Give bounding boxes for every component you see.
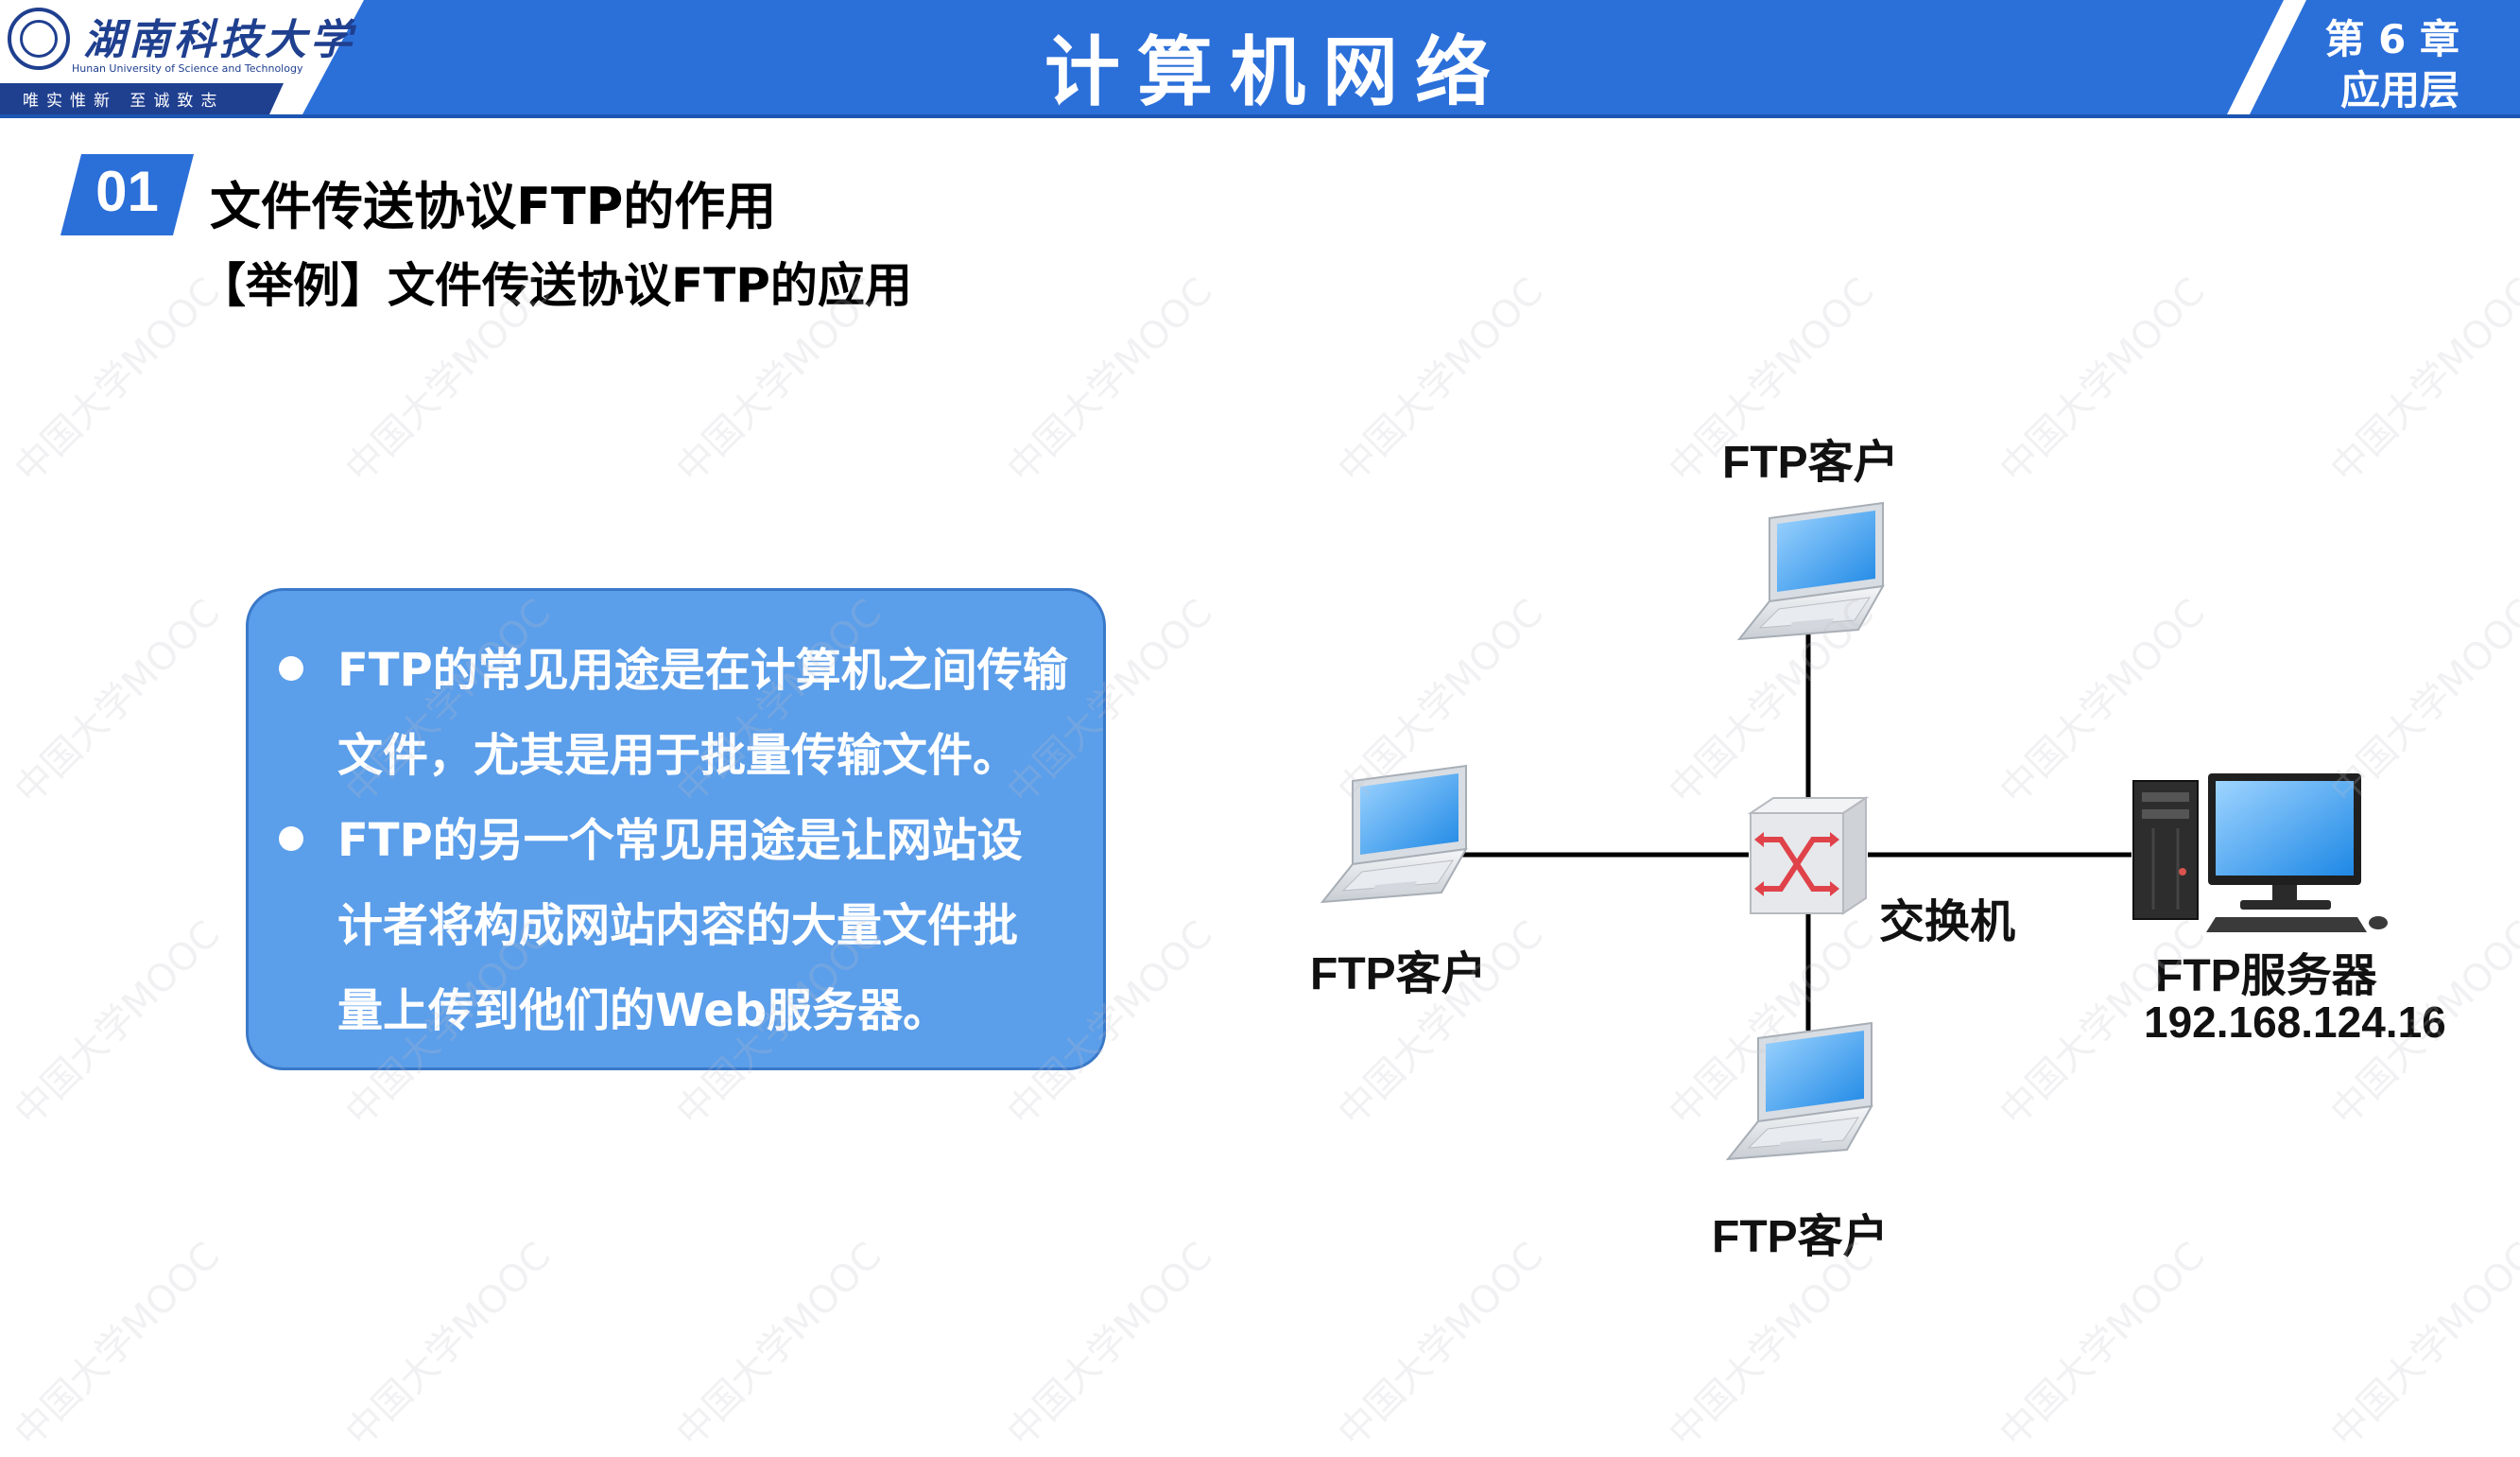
motto-bar (0, 83, 284, 114)
chapter-number: 第 6 章 (2324, 16, 2460, 62)
university-name: 湖南科技大学 (83, 16, 355, 64)
bullet-line: FTP的常见用途是在计算机之间传输 (337, 644, 1068, 697)
bullet-line: 文件，尤其是用于批量传输文件。 (337, 729, 1019, 782)
bullet-line: FTP的另一个常见用途是让网站设 (337, 814, 1023, 867)
client-bottom-label: FTP客户 (1712, 1212, 1889, 1262)
server-icon (2132, 773, 2388, 932)
section-badge (60, 154, 194, 235)
laptop-icon (1727, 1022, 1873, 1160)
client-top-label: FTP客户 (1722, 438, 1899, 488)
course-title: 计算机网络 (1044, 28, 1508, 116)
bullet-dot (279, 656, 303, 681)
university-emblem-icon (8, 8, 70, 70)
header-bar (0, 0, 2520, 114)
example-title: 【举例】文件传送协议FTP的应用 (198, 258, 912, 313)
server-ip: 192.168.124.16 (2144, 997, 2446, 1047)
chapter-name: 应用层 (2339, 67, 2460, 113)
client-left-label: FTP客户 (1310, 949, 1487, 999)
bullet-item: FTP的常见用途是在计算机之间传输 文件，尤其是用于批量传输文件。 (279, 628, 1092, 798)
info-box (246, 588, 1106, 1070)
bullet-line: 量上传到他们的Web服务器。 (337, 984, 949, 1037)
university-english-name: Hunan University of Science and Technolo… (72, 62, 303, 75)
section-title: 文件传送协议FTP的作用 (210, 177, 777, 236)
university-motto: 唯实惟新 至诚致志 (23, 92, 225, 111)
header-stripe (0, 114, 2520, 118)
bullet-dot (279, 826, 303, 851)
switch-icon (1747, 796, 1870, 915)
bullet-line: 计者将构成网站内容的大量文件批 (337, 899, 1019, 952)
laptop-icon (1738, 502, 1884, 640)
switch-label: 交换机 (1879, 897, 2016, 947)
server-label: FTP服务器 (2155, 951, 2377, 1001)
section-number: 01 (95, 160, 159, 223)
network-diagram (1321, 502, 2388, 1160)
bullet-item: FTP的另一个常见用途是让网站设 计者将构成网站内容的大量文件批 量上传到他们的… (279, 798, 1092, 1053)
laptop-icon (1321, 765, 1467, 903)
